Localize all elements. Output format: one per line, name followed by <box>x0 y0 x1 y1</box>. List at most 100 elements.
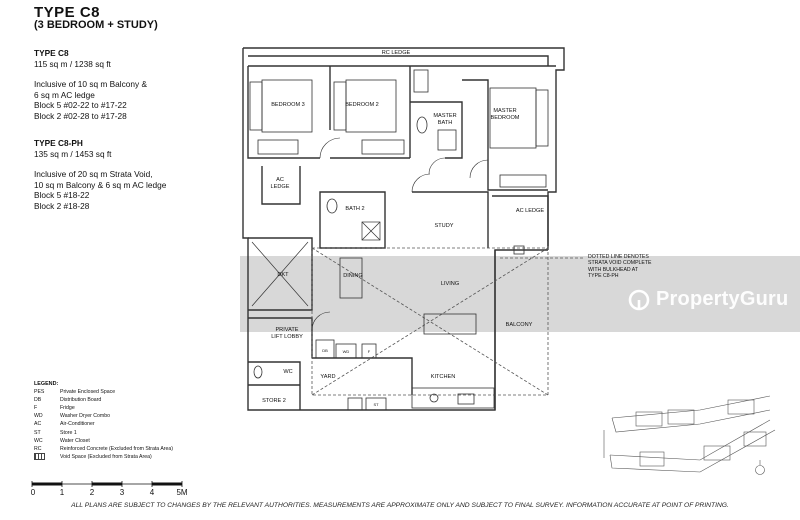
watermark-text: PropertyGuru <box>656 288 789 310</box>
washer-dryer <box>335 343 357 359</box>
room-label: BEDROOM 3 <box>271 102 305 108</box>
scale-label: 4 <box>150 488 155 497</box>
db-box <box>315 339 335 359</box>
toilet <box>253 365 263 379</box>
bed <box>489 87 537 149</box>
sink <box>457 393 475 405</box>
room-label: WC <box>283 369 292 375</box>
unit-area: 115 sq m / 1238 sq ft <box>34 58 111 69</box>
room-label: YARD <box>320 374 335 380</box>
bed-headboard <box>333 81 347 131</box>
unit-block: Block 5 #02-22 to #17-22 <box>34 100 127 111</box>
unit-info-c8: TYPE C8 115 sq m / 1238 sq ft Inclusive … <box>34 48 244 122</box>
room-label: MASTER <box>493 108 516 114</box>
legend-row: WD Washer Dryer Combo <box>34 412 244 420</box>
vanity <box>437 129 457 151</box>
key-plan-unit <box>639 451 665 467</box>
door-swing <box>311 311 331 331</box>
room-label: AC LEDGE <box>516 208 545 214</box>
legend-desc: Void Space (Excluded from Strata Area) <box>60 453 152 460</box>
rc-ledge-wall <box>248 55 549 66</box>
room-label: BATH 2 <box>345 206 364 212</box>
room-label: KITCHEN <box>431 374 456 380</box>
room-label: BATH <box>438 120 453 126</box>
legend-key: PES <box>34 389 45 396</box>
legend-desc: Washer Dryer Combo <box>60 413 110 420</box>
bed-headboard <box>249 81 263 131</box>
unit-block: Block 2 #18-28 <box>34 200 90 211</box>
key-plan-block <box>611 395 771 419</box>
shower <box>361 221 381 241</box>
unit-area: 135 sq m / 1453 sq ft <box>34 148 112 159</box>
ac-ledge-wall <box>261 166 301 205</box>
key-plan-unit <box>667 409 695 425</box>
room-label: STORE 2 <box>262 398 286 404</box>
scale-label: 0 <box>31 488 36 497</box>
room-label: DKT <box>277 272 289 278</box>
room-label: BALCONY <box>506 322 533 328</box>
fixture-label: DB <box>322 348 328 353</box>
bed <box>261 79 313 133</box>
scale-bar: 0 1 2 3 4 5M <box>31 481 188 497</box>
scale-label: 5M <box>176 488 187 497</box>
unit-inclusion: 6 sq m AC ledge <box>34 89 95 100</box>
store-cabinet <box>347 397 363 411</box>
plan-title: TYPE C8 <box>34 4 101 21</box>
legend-desc: Store 1 <box>60 429 77 436</box>
dining-table <box>339 257 363 299</box>
key-plan-unit <box>703 445 731 461</box>
door-swing <box>319 137 341 159</box>
callout-line: WITH BULKHEAD AT <box>588 266 639 273</box>
legend-desc: Distribution Board <box>60 397 102 404</box>
legend-key: ST <box>34 429 41 436</box>
key-plan-block <box>611 409 771 433</box>
legend-row: Void Space (Excluded from Strata Area) <box>34 452 244 463</box>
room-label: STUDY <box>435 223 454 229</box>
toilet <box>416 116 428 134</box>
legend-key: RC <box>34 445 42 452</box>
legend-desc: Air-Conditioner <box>60 421 95 428</box>
sofa <box>423 313 477 335</box>
watermark-band <box>240 256 800 332</box>
legend-row: ST Store 1 <box>34 429 244 437</box>
bed-headboard <box>535 89 549 147</box>
room-label: AC <box>276 177 284 183</box>
wc-wall <box>248 361 301 410</box>
master-bedroom-wall <box>462 79 548 191</box>
fridge <box>361 343 377 359</box>
callout-line: DOTTED LINE DENOTES <box>588 254 649 260</box>
legend-desc: Water Closet <box>60 437 90 444</box>
room-label: LIVING <box>441 281 459 287</box>
door-swing <box>469 159 489 179</box>
lift-shaft-mark <box>251 241 309 307</box>
strata-void-diagonal <box>311 247 549 396</box>
plan-subtitle: (3 BEDROOM + STUDY) <box>34 19 158 31</box>
key-plan-unit <box>727 399 755 415</box>
door-swing <box>411 173 431 193</box>
hob <box>429 393 439 403</box>
ac-unit <box>513 245 525 255</box>
room-label: MASTER <box>433 113 456 119</box>
legend-key: WD <box>34 413 43 420</box>
legend-desc: Reinforced Concrete (Excluded from Strat… <box>60 445 174 452</box>
master-bath-wall <box>410 101 463 159</box>
propertyguru-logo-icon <box>628 289 650 310</box>
wardrobe <box>499 174 547 188</box>
north-arrow-icon <box>755 465 765 475</box>
bath2-wall <box>319 191 386 249</box>
legend-key: F <box>34 405 38 412</box>
key-plan-block <box>609 419 771 461</box>
room-label: DINING <box>343 273 363 279</box>
room-label: BEDROOM <box>491 115 520 121</box>
strata-void-diagonal <box>311 247 549 396</box>
shower-mark <box>361 221 381 241</box>
outer-wall <box>243 47 565 250</box>
store-cabinet <box>365 397 387 411</box>
legend-desc: Private Enclosed Space <box>60 389 116 396</box>
unit-block: Block 5 #18-22 <box>34 190 90 201</box>
room-label: BEDROOM 2 <box>345 102 379 108</box>
